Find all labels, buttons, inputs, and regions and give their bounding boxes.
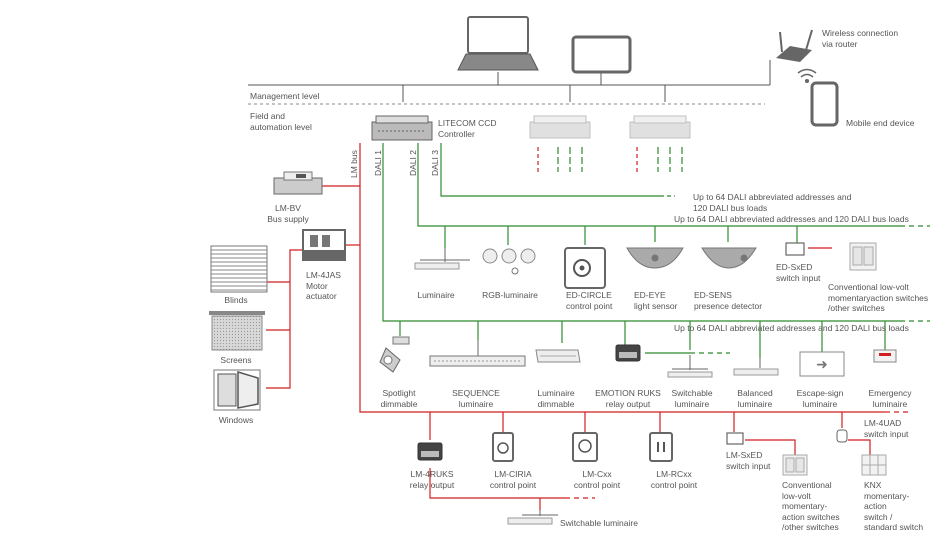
sequence-luminaire-icon (429, 340, 526, 367)
spotlight-icon (379, 336, 410, 373)
emergency-luminaire-icon (873, 349, 897, 363)
lm-4jas-icon (302, 229, 346, 261)
balanced-luminaire-icon (733, 358, 779, 376)
ed-eye-icon (626, 247, 684, 269)
lm-ciria-icon (492, 432, 514, 462)
mobile-icon (810, 81, 839, 127)
emotion-ruks-icon (615, 344, 641, 362)
ed-sxed-icon (785, 242, 805, 256)
screens-icon (209, 311, 265, 351)
touch-panel-icon (571, 35, 632, 74)
dali2-bus (417, 143, 930, 248)
lm-cxx-icon (572, 432, 598, 462)
lm-bv-icon (273, 171, 323, 195)
conventional-switch-icon (808, 242, 877, 271)
rgb-luminaire-icon (482, 248, 536, 275)
lm-switchable-luminaire-icon (507, 510, 558, 525)
luminaire-icon (414, 248, 470, 270)
luminaire-dimmable-icon (535, 349, 581, 363)
controller-3-icon (629, 115, 691, 139)
lm-4uad-icon (836, 429, 848, 443)
dali3-bus (440, 143, 675, 197)
router-icon (776, 29, 813, 62)
controller-ccd-icon (371, 115, 433, 141)
switchable-luminaire-icon (667, 355, 713, 378)
wifi-icon (797, 68, 817, 84)
lm-bus (266, 143, 912, 510)
management-bus (248, 60, 771, 105)
controller-2-icon (529, 115, 591, 139)
laptop-icon (457, 16, 539, 71)
controller-stubs (537, 147, 683, 172)
lm-rcxx-icon (649, 432, 673, 462)
svg-text:➜: ➜ (816, 357, 828, 373)
knx-switch-icon (861, 454, 887, 476)
ed-sens-icon (701, 247, 757, 269)
windows-icon (213, 369, 261, 411)
lm-sxed-icon (726, 432, 744, 445)
blinds-icon (210, 245, 268, 293)
escape-sign-icon: ➜ (799, 351, 845, 377)
lm-conventional-switch-icon (782, 454, 808, 476)
ed-circle-icon (564, 247, 606, 289)
dali1-bus (382, 143, 930, 358)
lm-4ruks-icon (417, 442, 443, 461)
